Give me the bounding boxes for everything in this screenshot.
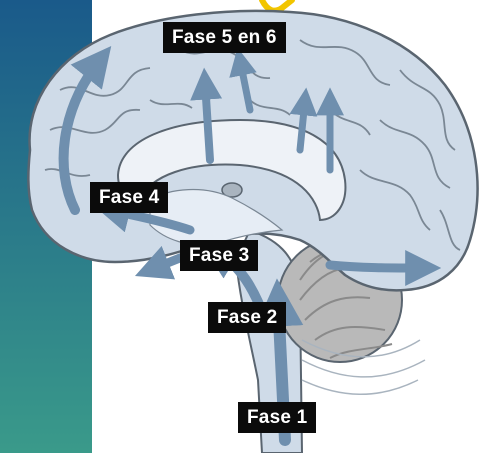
phase-5-6-label: Fase 5 en 6 (163, 22, 286, 53)
yellow-accent-mark (262, 0, 292, 11)
phase-1-label: Fase 1 (238, 402, 316, 433)
phase-3-label: Fase 3 (180, 240, 258, 271)
phase-2-label: Fase 2 (208, 302, 286, 333)
phase-4-label: Fase 4 (90, 182, 168, 213)
